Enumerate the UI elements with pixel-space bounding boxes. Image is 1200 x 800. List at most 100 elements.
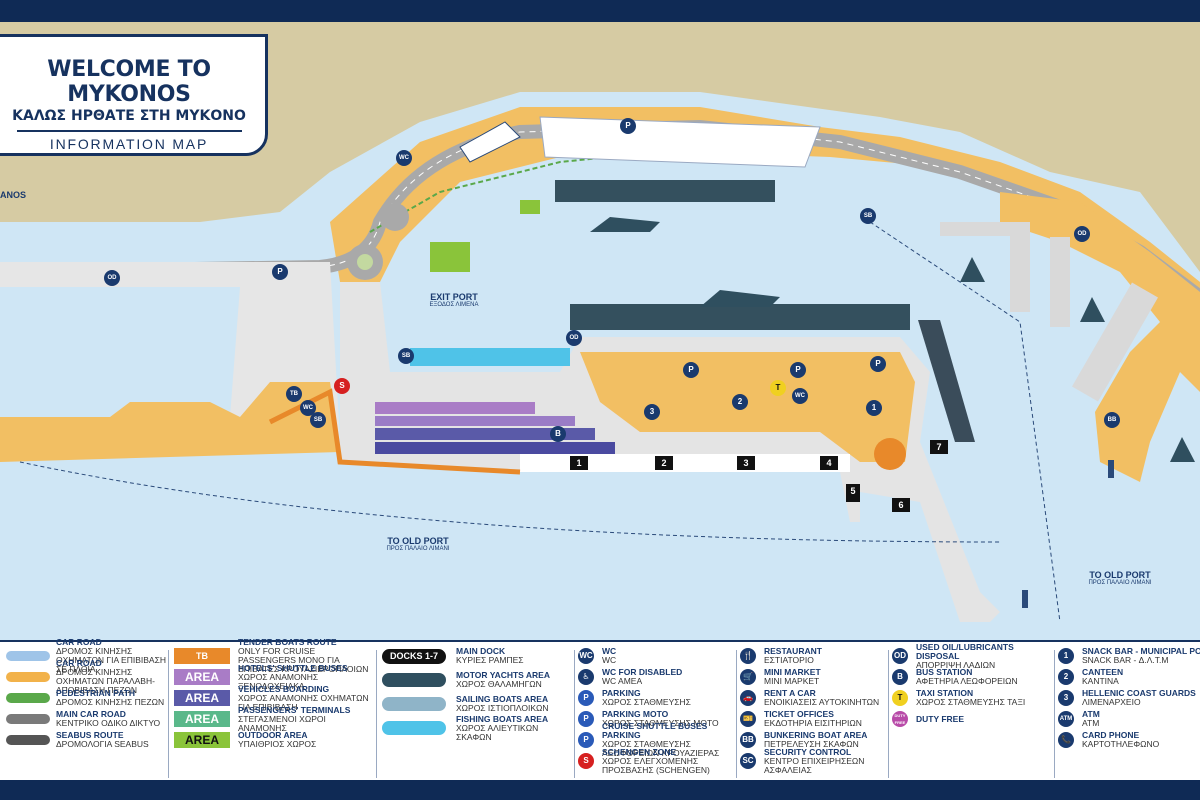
- lighthouse-2: [1022, 590, 1028, 608]
- legend-divider-3: [574, 650, 575, 778]
- old-port-2-en: TO OLD PORT: [1089, 570, 1151, 580]
- legend-divider-6: [1054, 650, 1055, 778]
- shuttle-lane: [375, 402, 535, 414]
- parking-marker-1: P: [620, 118, 636, 134]
- vehicles-swatch: AREA: [174, 690, 230, 706]
- security-icon: SC: [740, 753, 756, 769]
- motor-yachts-dock-north: [555, 180, 775, 202]
- coast-guard-marker: 3: [644, 404, 660, 420]
- bus-icon: B: [892, 669, 908, 685]
- old-port-label-2: TO OLD PORT ΠΡΟΣ ΠΑΛΑΙΟ ΛΙΜΑΝΙ: [1080, 570, 1160, 586]
- hotels-swatch: AREA: [174, 669, 230, 685]
- parking-marker-5: P: [870, 356, 886, 372]
- od-marker-2: OD: [566, 330, 582, 346]
- title-card: WELCOME TO MYKONOS ΚΑΛΩΣ ΗΡΘΑΤΕ ΣΤΗ ΜΥΚΟ…: [0, 34, 268, 156]
- sailing-pier-4: [1072, 282, 1158, 402]
- wc-marker-3: WC: [792, 388, 808, 404]
- dock-4: 4: [820, 456, 838, 470]
- parking-icon: P: [578, 690, 594, 706]
- dock-3: 3: [737, 456, 755, 470]
- taxi-icon: T: [892, 690, 908, 706]
- bus-marker: B: [550, 426, 566, 442]
- sailing-pier-2: [1010, 222, 1030, 312]
- wc-marker-1: WC: [396, 150, 412, 166]
- seabus-swatch: [6, 735, 50, 745]
- cart-icon: 🛒: [740, 669, 756, 685]
- north-quay: [330, 107, 1200, 322]
- dock-1: 1: [570, 456, 588, 470]
- coast-guard-icon: 3: [1058, 690, 1074, 706]
- legend-divider-1: [168, 650, 169, 778]
- vehicles-lane: [375, 428, 595, 440]
- outdoor-area-1: [430, 242, 470, 272]
- old-port-1-gr: ΠΡΟΣ ΠΑΛΑΙΟ ΛΙΜΑΝΙ: [386, 546, 450, 552]
- shuttle-lane-2: [375, 416, 575, 426]
- outdoor-swatch: AREA: [174, 732, 230, 748]
- od-marker-3: OD: [1074, 226, 1090, 242]
- yacht-1: [590, 217, 660, 232]
- sailboat-1: [960, 257, 985, 282]
- vehicles-lane-2: [375, 442, 615, 454]
- central-terminal: [580, 352, 915, 462]
- schengen-marker: S: [334, 378, 350, 394]
- old-port-2-gr: ΠΡΟΣ ΠΑΛΑΙΟ ΛΙΜΑΝΙ: [1088, 580, 1152, 586]
- restaurant-icon: 🍴: [740, 648, 756, 664]
- pedestrian-swatch: [6, 693, 50, 703]
- dock-6: 6: [892, 498, 910, 512]
- parking-marker-2: P: [272, 264, 288, 280]
- dock-2: 2: [655, 456, 673, 470]
- exit-port-label: EXIT PORT ΕΞΟΔΟΣ ΛΙΜΕΝΑ: [414, 292, 494, 308]
- motor-yachts-dock: [570, 304, 910, 330]
- snack-bar-marker: 1: [866, 400, 882, 416]
- car-road-swatch: [6, 651, 50, 661]
- map-frame: WELCOME TO MYKONOS ΚΑΛΩΣ ΗΡΘΑΤΕ ΣΤΗ ΜΥΚΟ…: [0, 22, 1200, 780]
- oil-icon: OD: [892, 648, 908, 664]
- old-port-1-en: TO OLD PORT: [387, 536, 449, 546]
- canteen-marker: 2: [732, 394, 748, 410]
- sb-marker-1: SB: [398, 348, 414, 364]
- yacht-2: [700, 290, 780, 307]
- old-port-label-1: TO OLD PORT ΠΡΟΣ ΠΑΛΑΙΟ ΛΙΜΑΝΙ: [378, 536, 458, 552]
- terminals-swatch: AREA: [174, 711, 230, 727]
- exit-port-en: EXIT PORT: [430, 292, 478, 302]
- parking-moto-icon: P: [578, 711, 594, 727]
- car-road-pickup-swatch: [6, 672, 50, 682]
- breakwater: [918, 320, 975, 442]
- left-cut-label: ANOS: [0, 190, 27, 200]
- tb-marker: TB: [286, 386, 302, 402]
- ticket-icon: 🎫: [740, 711, 756, 727]
- phone-icon: 📞: [1058, 732, 1074, 748]
- od-marker-1: OD: [104, 270, 120, 286]
- fishing-swatch: [382, 721, 446, 735]
- left-quay: [0, 382, 340, 462]
- sailboat-3: [1170, 437, 1195, 462]
- canteen-icon: 2: [1058, 669, 1074, 685]
- sailing-pier-1: [940, 222, 1030, 236]
- main-road-swatch: [6, 714, 50, 724]
